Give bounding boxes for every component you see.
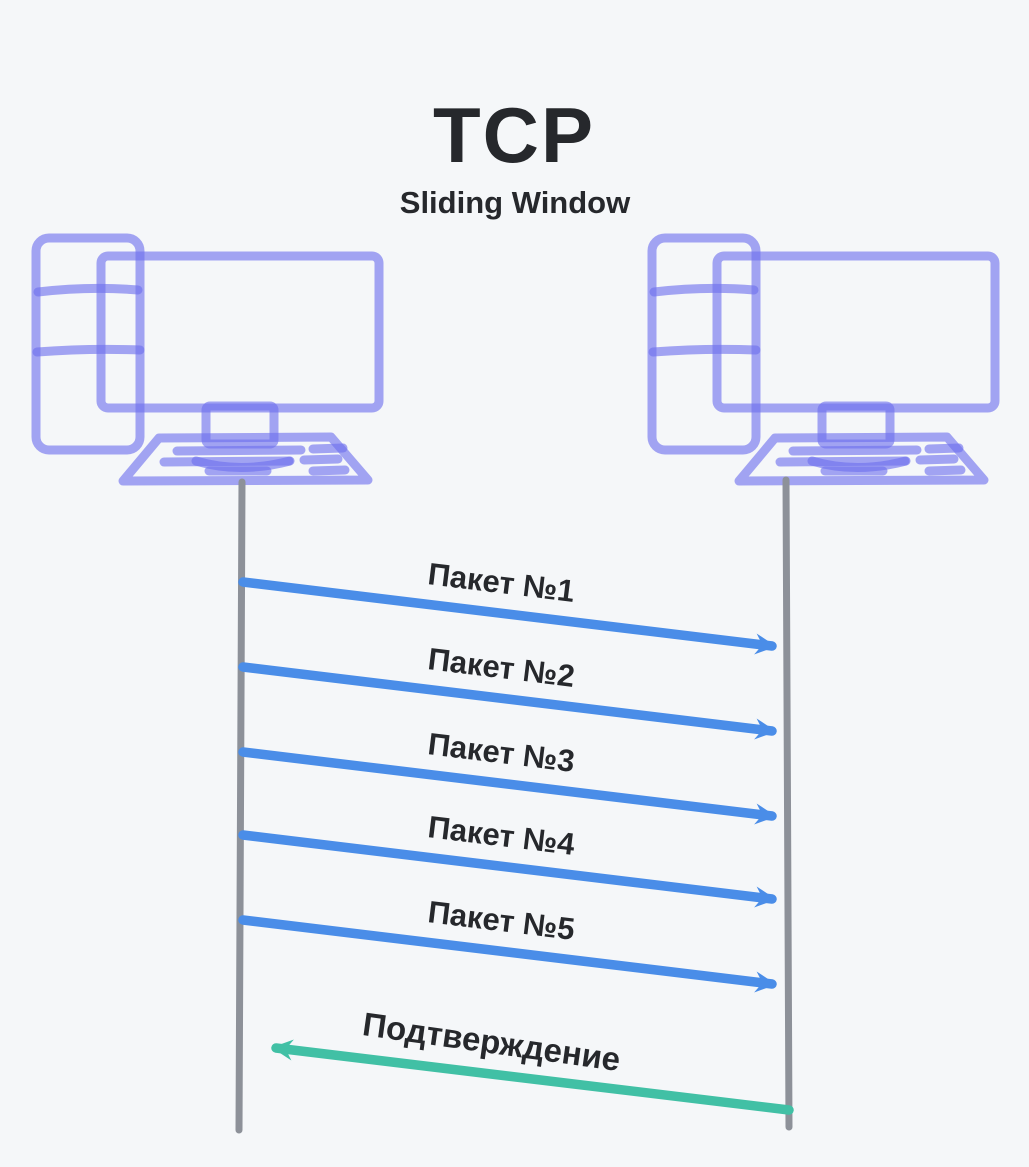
sender-computer-icon bbox=[31, 233, 384, 486]
receiver-computer-icon bbox=[652, 238, 995, 481]
monitor-stand-shape bbox=[201, 401, 279, 449]
packet-label-1: Пакет №1 bbox=[426, 556, 577, 609]
packet-arrow-3 bbox=[238, 747, 777, 825]
packet-label-4: Пакет №4 bbox=[426, 809, 577, 862]
packet-arrow-4 bbox=[238, 830, 777, 908]
tower-shape bbox=[31, 233, 145, 455]
receiver-timeline bbox=[782, 476, 793, 1131]
keyboard-key-row bbox=[299, 454, 343, 465]
keyboard-shape bbox=[118, 432, 373, 486]
packet-arrow-5 bbox=[238, 915, 777, 993]
ack-arrow bbox=[271, 1039, 794, 1115]
packet-label-5: Пакет №5 bbox=[426, 894, 577, 947]
page-title: TCP bbox=[433, 91, 595, 179]
tower-line bbox=[32, 344, 145, 357]
keyboard-key-row bbox=[308, 443, 348, 454]
page-subtitle: Sliding Window bbox=[400, 185, 631, 220]
keyboard-key-row bbox=[172, 445, 306, 456]
keyboard-key-row bbox=[308, 465, 350, 476]
sender-timeline bbox=[235, 478, 246, 1134]
packet-label-3: Пакет №3 bbox=[426, 726, 577, 779]
tower-line bbox=[33, 283, 143, 297]
packet-arrow-2 bbox=[238, 662, 777, 740]
packet-arrow-1 bbox=[238, 577, 777, 655]
keyboard-key-row bbox=[159, 456, 294, 467]
packet-label-2: Пакет №2 bbox=[426, 641, 577, 694]
